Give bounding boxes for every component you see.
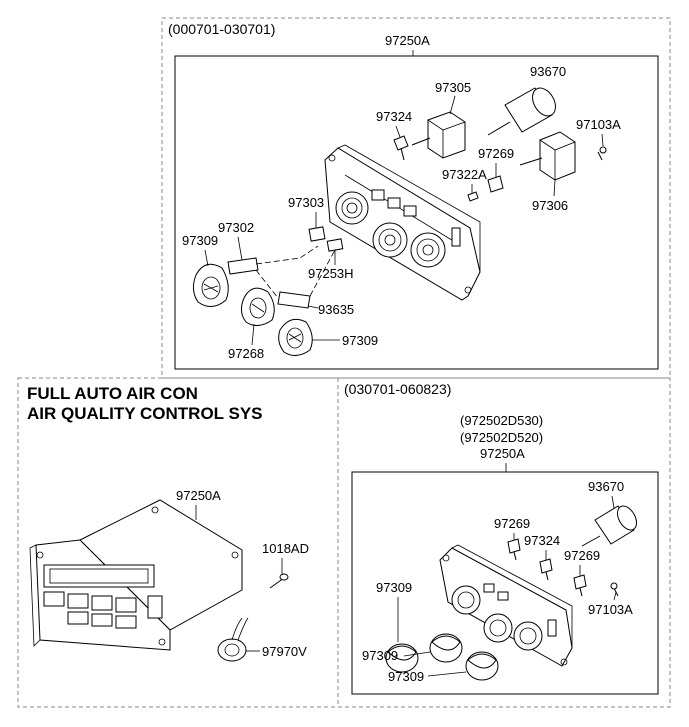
pin-97269 — [487, 175, 504, 193]
label-97253H: 97253H — [308, 266, 354, 281]
label-97324: 97324 — [376, 109, 412, 124]
label-93635: 93635 — [318, 302, 354, 317]
panel-97302 — [227, 257, 259, 275]
label-97306: 97306 — [532, 198, 568, 213]
right-label-97309-c: 97309 — [388, 669, 424, 684]
top-range-label: (000701-030701) — [168, 21, 275, 37]
right-motor-93670 — [581, 505, 637, 547]
label-97305: 97305 — [435, 80, 471, 95]
label-97268: 97268 — [228, 346, 264, 361]
right-label-93670: 93670 — [588, 479, 624, 494]
left-assembly-label: 97250A — [176, 488, 221, 503]
knob-97268 — [240, 287, 275, 326]
right-label-97269-a: 97269 — [494, 516, 530, 531]
right-alt2-label: (972502D520) — [460, 430, 543, 445]
left-title-line2: AIR QUALITY CONTROL SYS — [27, 404, 263, 423]
section-frames — [17, 17, 671, 708]
left-title-line1: FULL AUTO AIR CON — [27, 384, 198, 403]
right-assembly-label: 97250A — [480, 446, 525, 461]
left-section: FULL AUTO AIR CON AIR QUALITY CONTROL SY… — [27, 384, 309, 662]
label-97302: 97302 — [218, 220, 254, 235]
pin-97324 — [393, 135, 409, 161]
right-pin-97269-b — [573, 574, 587, 597]
right-knob-97309-c — [465, 651, 499, 681]
label-97322A: 97322A — [442, 167, 487, 182]
panel-97253H — [326, 238, 344, 252]
right-alt1-label: (972502D530) — [460, 413, 543, 428]
label-97103A: 97103A — [576, 117, 621, 132]
right-assembly-box — [351, 471, 659, 695]
right-label-97269-b: 97269 — [564, 548, 600, 563]
screw-1018AD — [269, 573, 289, 589]
sensor-97970V — [217, 617, 249, 662]
label-93670: 93670 — [530, 64, 566, 79]
right-knob-97309-a — [385, 643, 419, 673]
label-1018AD: 1018AD — [262, 541, 309, 556]
knob-97309-upper — [192, 263, 229, 307]
right-label-97309-a: 97309 — [376, 580, 412, 595]
label-97269: 97269 — [478, 146, 514, 161]
right-label-97324: 97324 — [524, 533, 560, 548]
knob-97309-lower — [278, 318, 313, 356]
label-97303: 97303 — [288, 195, 324, 210]
actuator-97305 — [411, 111, 466, 159]
right-label-97103A: 97103A — [588, 602, 633, 617]
right-range-label: (030701-060823) — [344, 381, 451, 397]
auto-aircon-unit — [29, 499, 243, 651]
right-screw-97103A — [610, 582, 619, 597]
screw-97103A — [597, 146, 607, 161]
panel-93635 — [277, 291, 311, 309]
label-97309-upper: 97309 — [182, 233, 218, 248]
right-pin-97269-a — [507, 538, 521, 561]
top-assembly-box — [174, 55, 659, 370]
right-control-head-unit — [439, 544, 573, 667]
top-section: (000701-030701) 97250A — [168, 21, 659, 370]
motor-93670 — [487, 87, 556, 136]
control-head-unit — [324, 144, 481, 301]
panel-97303 — [308, 226, 326, 242]
label-97309-lower: 97309 — [342, 333, 378, 348]
right-pin-97324 — [539, 558, 553, 581]
bottom-section-frame — [17, 377, 671, 708]
right-label-97309-b: 97309 — [362, 648, 398, 663]
right-knob-97309-b — [429, 633, 463, 663]
label-97970V: 97970V — [262, 644, 307, 659]
top-assembly-label: 97250A — [385, 33, 430, 48]
actuator-97306 — [519, 131, 576, 181]
clip-97322A — [467, 191, 479, 202]
right-section: (030701-060823) (972502D530) (972502D520… — [344, 381, 659, 695]
